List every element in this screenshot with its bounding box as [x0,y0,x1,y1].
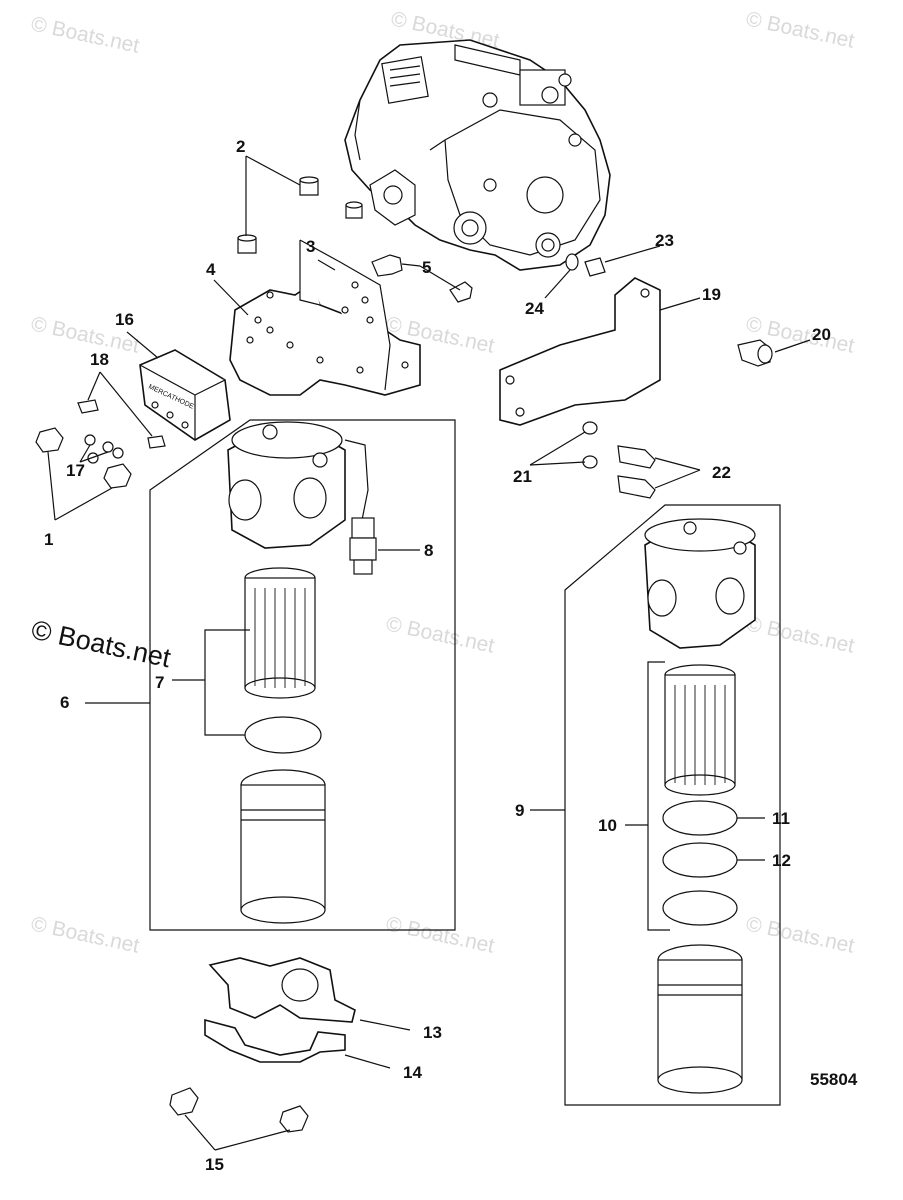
mercathode-module: MERCATHODE [126,331,231,441]
watermark: © Boats.net [384,612,497,657]
label-part-22: 22 [712,463,731,482]
fasteners-1-17-18 [35,371,166,521]
pump-assembly [344,39,611,271]
fittings-15 [169,1087,309,1151]
bolts-5 [371,254,473,303]
label-part-13: 13 [423,1023,442,1042]
diagram-number: 55804 [810,1070,858,1089]
filter-assembly-6 [85,419,456,931]
label-part-7: 7 [155,673,164,692]
label-part-20: 20 [812,325,831,344]
watermark: © Boats.net [29,912,142,957]
bolt-20 [737,339,811,367]
label-part-24: 24 [525,299,544,318]
watermark: © Boats.net [384,912,497,957]
clamp-13-14 [204,957,411,1069]
label-part-16: 16 [115,310,134,329]
parts-23-24 [544,245,661,299]
plate-19 [499,277,701,426]
label-part-15: 15 [205,1155,224,1174]
label-part-23: 23 [655,231,674,250]
watermark: © Boats.net [744,7,857,52]
watermark-main: © Boats.net [29,615,174,674]
parts-21-22 [529,421,701,499]
bracket-4 [213,239,421,396]
watermark: © Boats.net [744,912,857,957]
label-part-19: 19 [702,285,721,304]
label-part-21: 21 [513,467,532,486]
label-part-9: 9 [515,801,524,820]
label-part-11: 11 [772,809,790,828]
label-part-3: 3 [306,237,315,256]
label-part-1: 1 [44,530,53,549]
filter-assembly-9 [530,504,781,1106]
bolts-2 [237,155,363,254]
label-part-4: 4 [206,260,216,279]
label-part-5: 5 [422,258,431,277]
watermark: © Boats.net [744,612,857,657]
label-part-10: 10 [598,816,617,835]
watermark: © Boats.net [29,12,142,57]
label-part-12: 12 [772,851,791,870]
label-part-6: 6 [60,693,69,712]
part-labels: 2 3 4 5 23 24 19 20 16 18 17 1 21 22 8 7… [44,137,858,1174]
label-part-17: 17 [66,461,85,480]
label-part-18: 18 [90,350,109,369]
label-part-2: 2 [236,137,245,156]
label-part-8: 8 [424,541,433,560]
label-part-14: 14 [403,1063,422,1082]
